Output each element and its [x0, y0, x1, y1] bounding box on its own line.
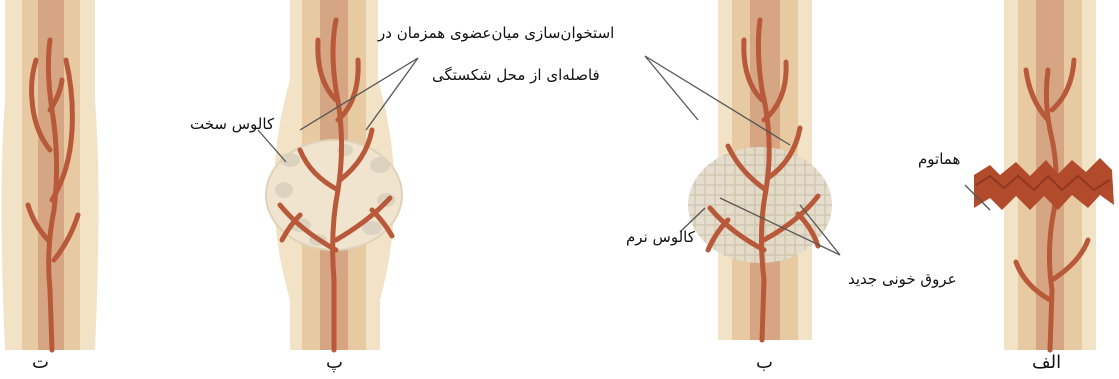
panel-p-bone — [266, 0, 402, 350]
hard-callus-label: کالوس سخت — [190, 117, 274, 132]
panel-b-bone — [688, 0, 832, 340]
panel-a-label: الف — [1032, 354, 1061, 372]
new-vessels-label: عروق خونی جدید — [848, 272, 957, 287]
panel-a-bone — [974, 0, 1114, 350]
ossification-label-line1: استخوان‌سازی میان‌عضوی همزمان در — [378, 26, 614, 41]
soft-callus-label: کالوس نرم — [626, 230, 695, 245]
panel-p-label: پ — [326, 354, 343, 372]
panel-t-bone — [2, 0, 99, 350]
panel-b-label: ب — [756, 354, 773, 372]
hematoma-label: هماتوم — [918, 152, 960, 167]
panel-t-label: ت — [32, 354, 49, 372]
ossification-label-line2: فاصله‌ای از محل شکستگی — [432, 68, 600, 83]
